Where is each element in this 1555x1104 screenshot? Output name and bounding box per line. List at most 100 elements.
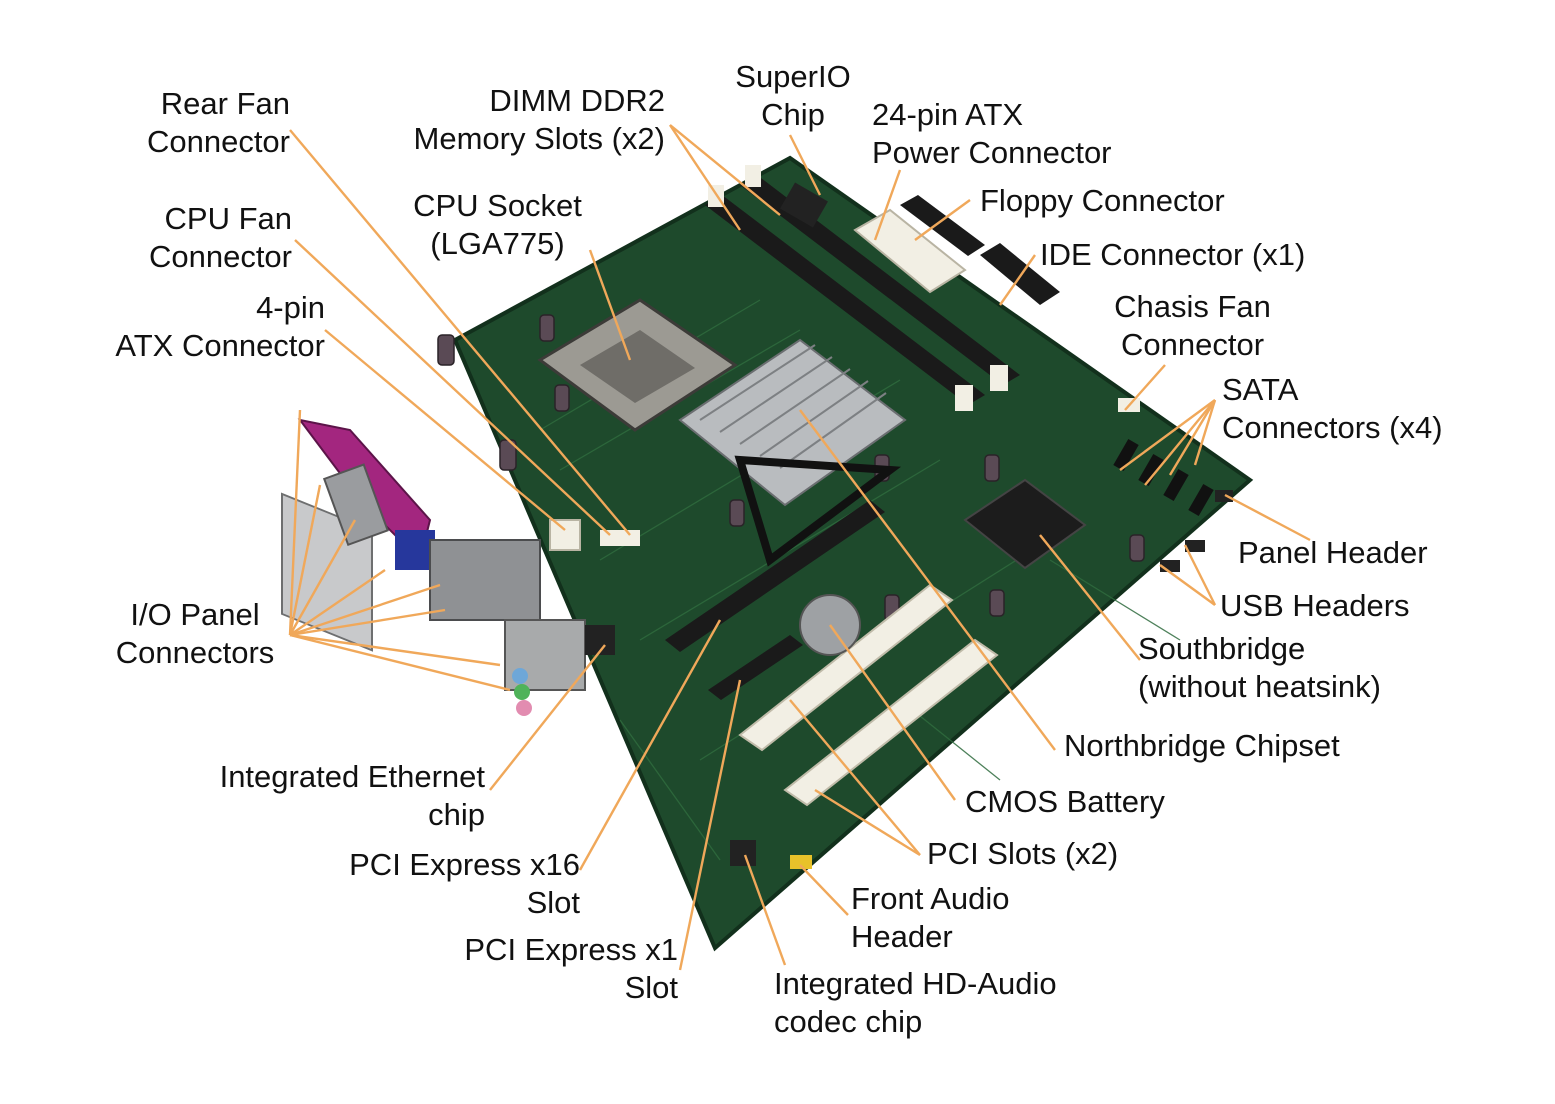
label-line: Northbridge Chipset [1064, 728, 1340, 763]
leader-usb-2 [1183, 544, 1217, 606]
leader-sata-4 [1193, 399, 1217, 466]
dimm-latch-4 [990, 365, 1008, 391]
southbridge-chip [963, 478, 1087, 570]
label-line: SATA [1222, 372, 1299, 407]
label-integrated-ethernet: Integrated Ethernet chip [180, 758, 485, 834]
usb-lan-stack [429, 539, 541, 621]
pcie-x1-slot [708, 635, 803, 700]
leader-pci-2 [814, 788, 921, 857]
sata-connectors [1113, 439, 1214, 516]
dimm-slot-1 [705, 195, 985, 405]
label-line: Integrated HD-Audio [774, 966, 1057, 1001]
hd-audio-chip [730, 840, 756, 866]
audio-jack-pink [516, 700, 532, 716]
label-line: Connector [148, 239, 292, 274]
vga-port [395, 530, 435, 570]
heatsink-clip [734, 455, 902, 567]
label-24pin-atx: 24-pin ATX Power Connector [872, 96, 1172, 172]
leader-atx24 [873, 169, 902, 241]
label-line: Slot [526, 885, 580, 920]
label-ide-connector: IDE Connector (x1) [1040, 236, 1360, 274]
label-line: (without heatsink) [1138, 669, 1381, 704]
label-cpu-fan-connector: CPU Fan Connector [100, 200, 292, 276]
leader-pci-1 [789, 699, 921, 856]
label-4pin-atx-connector: 4-pin ATX Connector [80, 289, 325, 365]
label-line: CMOS Battery [965, 784, 1165, 819]
leader-floppy [914, 199, 971, 241]
label-superio-chip: SuperIO Chip [718, 58, 868, 134]
label-line: PCI Express x16 [349, 847, 580, 882]
label-line: PCI Slots (x2) [927, 836, 1119, 871]
panel-header [1215, 490, 1233, 502]
label-southbridge: Southbridge (without heatsink) [1138, 630, 1428, 706]
label-io-panel-connectors: I/O Panel Connectors [100, 596, 290, 672]
leader-atx4 [324, 329, 566, 531]
label-line: (LGA775) [430, 226, 565, 261]
label-line: CPU Socket [413, 188, 582, 223]
label-line: Southbridge [1138, 631, 1306, 666]
label-dimm-slots: DIMM DDR2 Memory Slots (x2) [360, 82, 665, 158]
label-line: Header [851, 919, 953, 954]
leader-cpu-fan [294, 239, 611, 536]
label-line: 4-pin [256, 290, 325, 325]
label-usb-headers: USB Headers [1220, 587, 1460, 625]
label-line: Connector [146, 124, 290, 159]
label-pcie-x16-slot: PCI Express x16 Slot [310, 846, 580, 922]
label-line: Chip [761, 97, 825, 132]
leader-dimm-1 [669, 124, 741, 231]
leader-sata-3 [1168, 399, 1217, 476]
leader-front-audio [799, 864, 849, 916]
label-line: Integrated Ethernet [219, 759, 485, 794]
label-sata-connectors: SATA Connectors (x4) [1222, 371, 1477, 447]
leader-io-7 [289, 633, 501, 667]
label-line: SuperIO [735, 59, 851, 94]
leader-sata-2 [1144, 399, 1216, 486]
label-line: IDE Connector (x1) [1040, 237, 1306, 272]
pci-slot-2 [783, 638, 999, 807]
leader-superio [788, 134, 822, 196]
label-line: Connectors [115, 635, 275, 670]
leader-pcie1 [678, 679, 742, 971]
leader-sata-1 [1119, 399, 1216, 471]
label-line: Power Connector [872, 135, 1112, 170]
serial-port [322, 463, 389, 547]
northbridge-heatsink [678, 338, 907, 567]
label-line: chip [428, 797, 485, 832]
usb-header-2 [1185, 540, 1205, 552]
label-cmos-battery: CMOS Battery [965, 783, 1205, 821]
label-line: Memory Slots (x2) [413, 121, 665, 156]
atx-24pin-connector [853, 208, 967, 294]
pci-slot-1 [738, 583, 954, 752]
label-line: Slot [624, 970, 678, 1005]
cpu-socket-core [580, 330, 695, 403]
label-line: codec chip [774, 1004, 923, 1039]
label-line: Front Audio [851, 881, 1010, 916]
pcie-x16-slot [665, 500, 885, 652]
leader-chasis-fan [1124, 364, 1166, 411]
label-line: ATX Connector [115, 328, 325, 363]
leader-io-5 [289, 583, 441, 637]
leader-hd-audio [743, 854, 787, 966]
leader-io-2 [288, 484, 322, 636]
heatsink-base [678, 338, 907, 507]
label-hd-audio-codec: Integrated HD-Audio codec chip [774, 965, 1104, 1041]
leader-panel-header [1224, 493, 1311, 542]
label-line: DIMM DDR2 [489, 83, 665, 118]
leader-io-1 [288, 409, 302, 636]
leader-io-3 [288, 519, 357, 636]
leader-southbridge [1039, 534, 1141, 661]
leader-lines [288, 124, 1311, 971]
label-line: Connector [1120, 327, 1265, 362]
label-panel-header: Panel Header [1238, 534, 1478, 572]
label-line: Connectors (x4) [1222, 410, 1443, 445]
leader-northbridge [799, 409, 1056, 751]
label-line: Floppy Connector [980, 183, 1225, 218]
label-line: Panel Header [1238, 535, 1428, 570]
leader-ide [999, 254, 1036, 306]
ide-connector [980, 243, 1060, 305]
label-front-audio-header: Front Audio Header [851, 880, 1051, 956]
audio-jack-green [514, 684, 530, 700]
io-panel-connectors [281, 418, 586, 716]
